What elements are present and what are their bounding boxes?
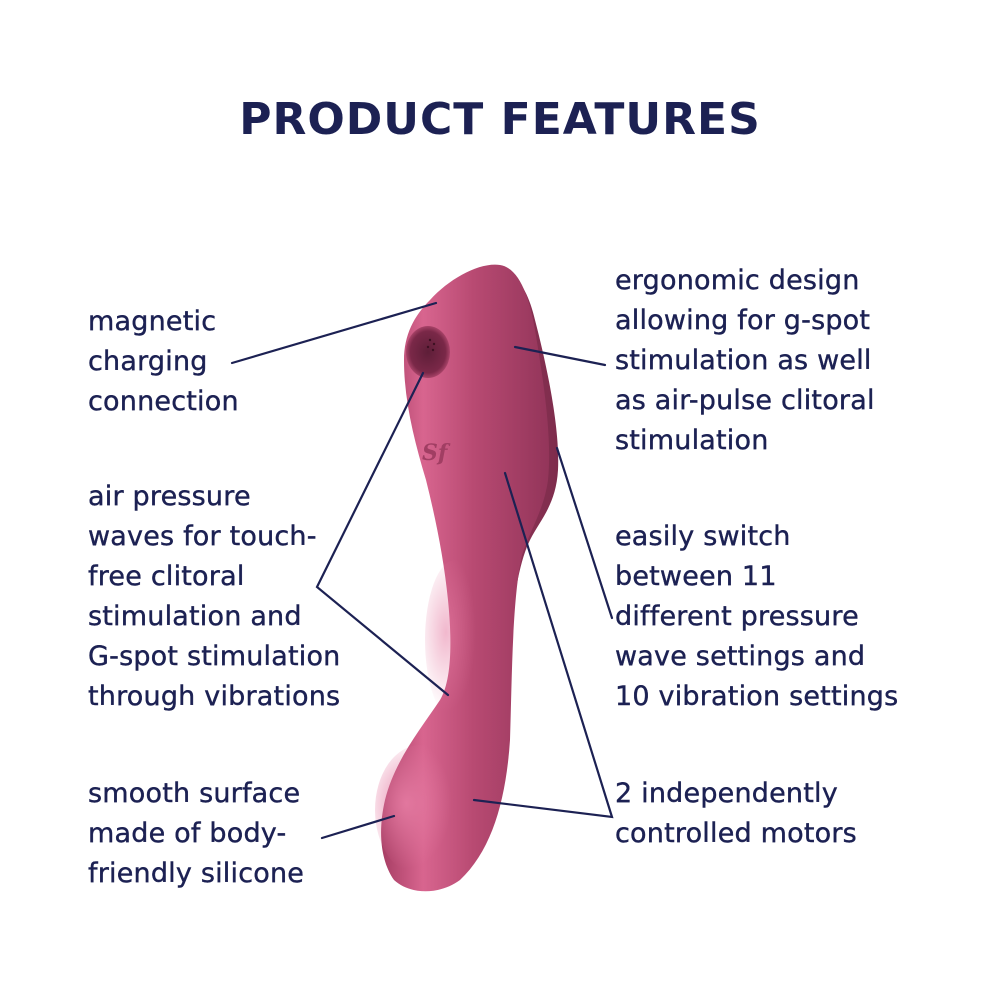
feature-text-line: as air-pulse clitoral (615, 385, 875, 416)
feature-text-line: air pressure (88, 481, 251, 512)
brand-logo-mark: Sf (422, 440, 451, 466)
feature-text-line: stimulation and (88, 601, 302, 632)
leader-smooth-surface (320, 814, 396, 840)
feature-text-line: free clitoral (88, 561, 245, 592)
feature-text-line: 2 independently (615, 778, 838, 809)
leader-motors (472, 471, 614, 819)
feature-text-line: magnetic (88, 306, 217, 337)
page-title: PRODUCT FEATURES (239, 94, 761, 145)
feature-text-line: waves for touch- (88, 521, 317, 552)
feature-text-line: between 11 (615, 561, 777, 592)
feature-magnetic-charging: magnetic charging connection (88, 302, 239, 422)
feature-text-line: easily switch (615, 521, 791, 552)
feature-air-pressure: air pressure waves for touch- free clito… (88, 477, 341, 717)
feature-text-line: wave settings and (615, 641, 866, 672)
feature-text-line: made of body- (88, 818, 287, 849)
feature-text-line: allowing for g-spot (615, 305, 871, 336)
feature-motors: 2 independently controlled motors (615, 774, 857, 854)
feature-text-line: different pressure (615, 601, 859, 632)
leader-air-pressure (315, 371, 450, 697)
leader-ergonomic-design (513, 345, 607, 367)
feature-text-line: 10 vibration settings (615, 681, 899, 712)
feature-text-line: G-spot stimulation (88, 641, 341, 672)
feature-ergonomic-design: ergonomic design allowing for g-spot sti… (615, 261, 875, 461)
feature-text-line: controlled motors (615, 818, 857, 849)
feature-text-line: charging (88, 346, 208, 377)
feature-text-line: ergonomic design (615, 265, 860, 296)
air-pulse-opening (406, 326, 450, 378)
feature-text-line: stimulation as well (615, 345, 872, 376)
feature-text-line: smooth surface (88, 778, 301, 809)
feature-smooth-surface: smooth surface made of body- friendly si… (88, 774, 304, 894)
feature-text-line: through vibrations (88, 681, 341, 712)
leader-magnetic-charging (230, 301, 438, 365)
feature-text-line: connection (88, 386, 239, 417)
feature-text-line: friendly silicone (88, 858, 305, 889)
feature-text-line: stimulation (615, 425, 769, 456)
feature-settings-switch: easily switch between 11 different press… (615, 517, 899, 717)
leader-settings-switch (555, 446, 614, 620)
